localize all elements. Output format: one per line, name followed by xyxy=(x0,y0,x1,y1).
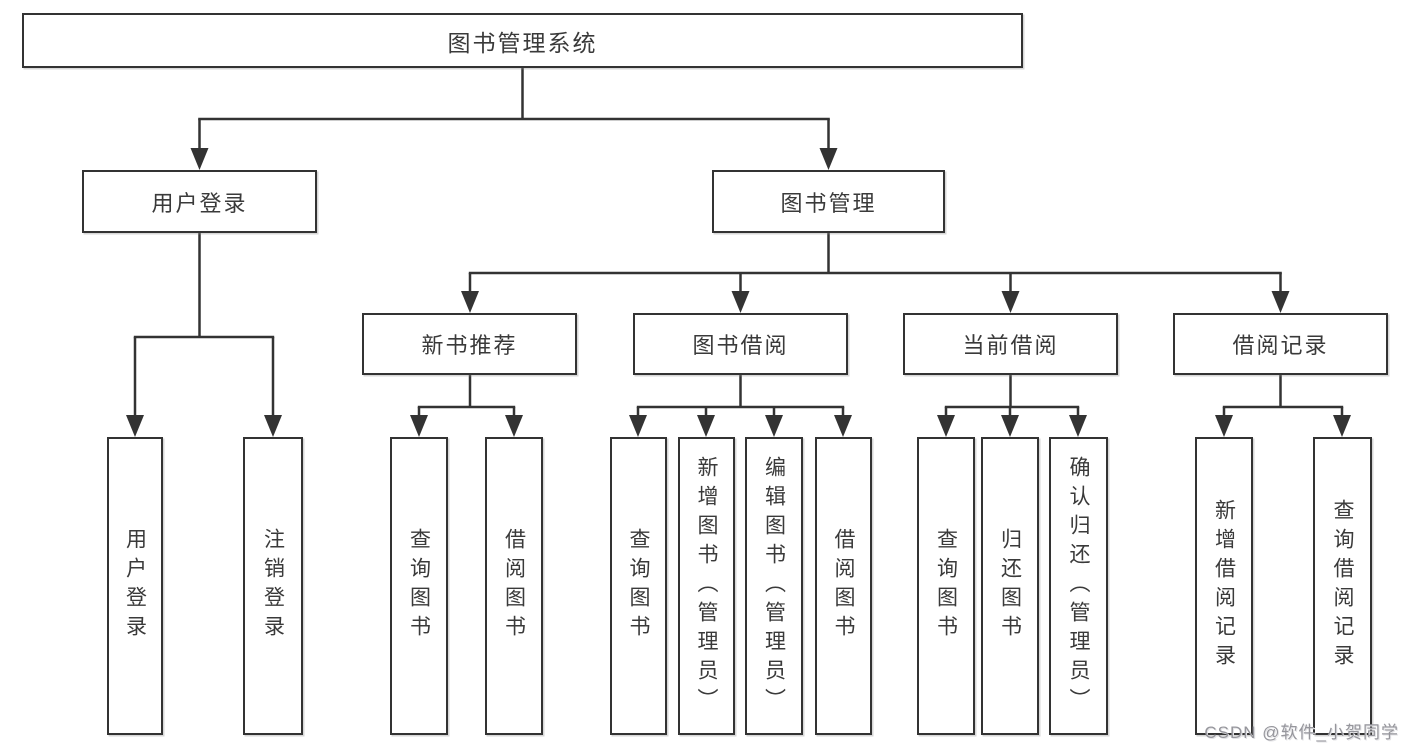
node-label: 借阅记录 xyxy=(1232,333,1329,358)
node-book-management: 图书管理 xyxy=(712,170,945,233)
node-label: 新增借阅记录 xyxy=(1212,499,1236,673)
leaf-add-book-admin: 新增图书（管理员） xyxy=(678,437,735,735)
leaf-confirm-return-admin: 确认归还（管理员） xyxy=(1049,437,1108,735)
node-label: 借阅图书 xyxy=(502,528,526,644)
node-label: 编辑图书（管理员） xyxy=(762,455,786,717)
leaf-query-borrow-record: 查询借阅记录 xyxy=(1313,437,1372,735)
leaf-edit-book-admin: 编辑图书（管理员） xyxy=(745,437,803,735)
node-label: 查询图书 xyxy=(934,528,958,644)
node-current-borrowing: 当前借阅 xyxy=(903,313,1118,375)
node-label: 注销登录 xyxy=(261,528,285,644)
leaf-query-books-recommend: 查询图书 xyxy=(390,437,448,735)
node-label: 图书管理 xyxy=(780,190,877,216)
watermark-text: CSDN @软件_小贺同学 xyxy=(1204,723,1399,742)
node-label: 确认归还（管理员） xyxy=(1067,455,1091,717)
leaf-query-books-borrowing: 查询图书 xyxy=(610,437,667,735)
leaf-user-login: 用户登录 xyxy=(107,437,163,735)
node-label: 借阅图书 xyxy=(832,528,856,644)
leaf-borrow-books-borrowing: 借阅图书 xyxy=(815,437,872,735)
node-label: 图书管理系统 xyxy=(447,29,598,56)
node-user-login: 用户登录 xyxy=(82,170,317,233)
leaf-logout: 注销登录 xyxy=(243,437,303,735)
node-label: 归还图书 xyxy=(998,528,1022,644)
node-label: 新增图书（管理员） xyxy=(695,455,719,717)
node-label: 新书推荐 xyxy=(421,333,518,358)
node-label: 用户登录 xyxy=(151,190,248,216)
leaf-borrow-books-recommend: 借阅图书 xyxy=(485,437,543,735)
node-label: 查询借阅记录 xyxy=(1331,499,1355,673)
leaf-query-books-current: 查询图书 xyxy=(917,437,975,735)
leaf-return-book: 归还图书 xyxy=(981,437,1039,735)
leaf-add-borrow-record: 新增借阅记录 xyxy=(1195,437,1253,735)
node-label: 查询图书 xyxy=(627,528,651,644)
node-label: 用户登录 xyxy=(123,528,147,644)
node-book-borrowing: 图书借阅 xyxy=(633,313,848,375)
node-new-book-recommendation: 新书推荐 xyxy=(362,313,577,375)
node-label: 图书借阅 xyxy=(692,333,789,358)
node-label: 当前借阅 xyxy=(962,333,1059,358)
node-label: 查询图书 xyxy=(407,528,431,644)
node-library-system: 图书管理系统 xyxy=(22,13,1023,68)
node-borrowing-records: 借阅记录 xyxy=(1173,313,1388,375)
